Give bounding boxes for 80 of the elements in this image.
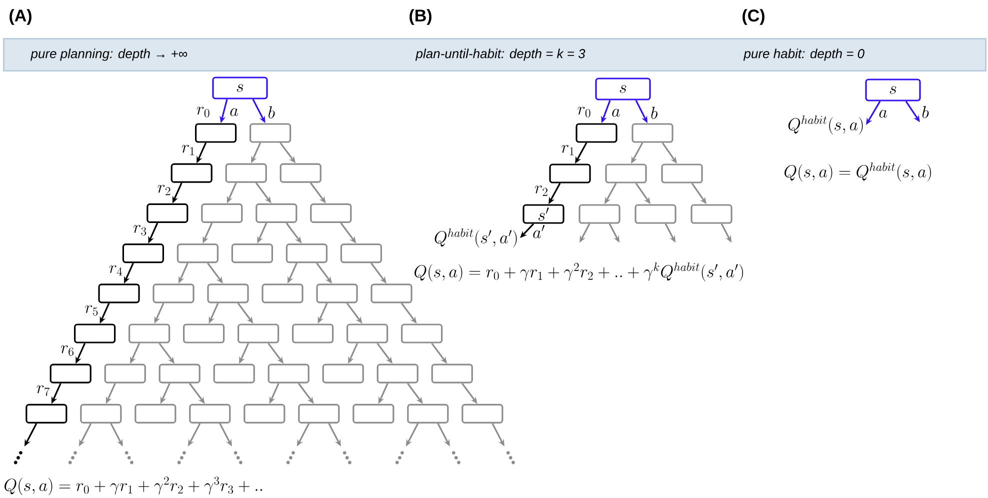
- state-box: [238, 324, 280, 344]
- state-box: [98, 284, 140, 304]
- edge-label: $r_4$: [109, 265, 122, 276]
- equation: $Q(s,a) = r_0 + \gamma r_1 + \gamma^2 r_2 + .. + \gamma^k Q^{habit}(s',a')$: [414, 262, 743, 282]
- edge-label: $a'$: [533, 224, 545, 238]
- edge-label: $r_1$: [182, 144, 194, 156]
- edge-label: $r_2$: [158, 184, 170, 196]
- state-box: [250, 123, 292, 143]
- state-box: [632, 123, 674, 143]
- state-box: [352, 404, 394, 424]
- state-box: [401, 324, 443, 344]
- reward-label: $r_0$: [196, 106, 210, 118]
- state-box: [80, 404, 122, 424]
- state-box: [244, 404, 286, 424]
- edge-label: $a$: [612, 108, 620, 117]
- state-box: [316, 284, 358, 304]
- state-box: [462, 404, 504, 424]
- state-box: [256, 203, 298, 223]
- state-box: [213, 364, 255, 384]
- edge-label: $r_2$: [534, 186, 548, 196]
- equation: $Q(s,a) = r_0 + \gamma r_1 + \gamma^2 r_2 + \gamma^3 r_3 + ..$: [4, 476, 262, 496]
- state-box: [128, 324, 170, 344]
- state-box: [605, 164, 647, 184]
- state-box: [262, 284, 304, 304]
- state-box: $s$: [595, 78, 651, 100]
- state-box: [431, 364, 473, 384]
- state-box: [146, 203, 188, 223]
- edge-label: $b$: [268, 106, 275, 118]
- state-box: [340, 244, 382, 264]
- state-box: [370, 284, 412, 304]
- state-box: [346, 324, 388, 344]
- state-box: [26, 404, 68, 424]
- edge-label: $b$: [651, 106, 658, 119]
- state-box: $s'$: [522, 204, 564, 224]
- reward-label: $r_0$: [578, 106, 590, 118]
- state-box: [661, 164, 703, 184]
- edge-label: $b$: [922, 106, 929, 118]
- state-box: [286, 244, 328, 264]
- state-box: [152, 284, 194, 304]
- state-box: [280, 163, 322, 183]
- state-box: [74, 324, 116, 344]
- state-box: [225, 163, 267, 183]
- state-box: [104, 364, 146, 384]
- state-box: [268, 364, 310, 384]
- state-box: [231, 244, 273, 264]
- edge-label: $a$: [879, 110, 888, 118]
- state-box: [292, 324, 334, 344]
- state-box: $s$: [865, 78, 921, 102]
- state-box: [50, 364, 92, 384]
- edge-label: $r_5$: [85, 305, 98, 316]
- state-box: [134, 404, 176, 424]
- state-box: [201, 203, 243, 223]
- state-box: [549, 164, 591, 184]
- value-label: $Q^{habit}(s',a')$: [434, 228, 517, 248]
- state-box: [690, 204, 732, 224]
- edge-label: $r_7$: [36, 385, 50, 396]
- state-box: [122, 244, 164, 264]
- state-box: [298, 404, 340, 424]
- equation: $Q(s,a) = Q^{habit}(s,a)$: [784, 162, 931, 182]
- header-band: pure planning: depth → +∞ plan-until-habit: depth = k = 3 pure habit: depth = 0: [3, 38, 986, 72]
- edge-label: $r_3$: [134, 225, 146, 236]
- state-box: [634, 204, 676, 224]
- state-box: [310, 203, 352, 223]
- state-box: [207, 284, 249, 304]
- state-box: [183, 324, 225, 344]
- state-box: [322, 364, 364, 384]
- edge-label: $r_1$: [562, 145, 574, 156]
- state-box: [576, 123, 618, 143]
- value-label: $Q^{habit}(s,a)$: [788, 116, 863, 134]
- state-box: [176, 244, 219, 264]
- edge-label: $a$: [230, 108, 238, 116]
- edge-label: $r_6$: [60, 345, 74, 356]
- state-box: [189, 404, 231, 424]
- state-box: [407, 404, 449, 424]
- state-box: [158, 364, 200, 384]
- state-box: [578, 204, 620, 224]
- state-box: $s$: [212, 76, 268, 100]
- state-box: [376, 364, 418, 384]
- state-box: [170, 163, 212, 183]
- state-box: [195, 123, 237, 143]
